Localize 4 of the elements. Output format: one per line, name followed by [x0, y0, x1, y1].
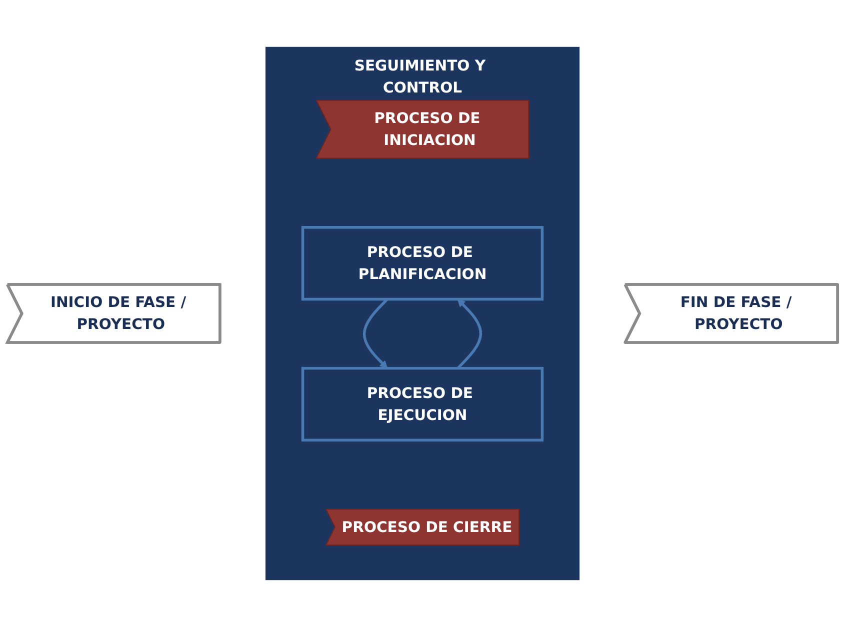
- arrow: [362, 298, 388, 369]
- arrow: [456, 298, 482, 370]
- node-box: PROCESO DE PLANIFICACION: [301, 226, 544, 301]
- node-box: PROCESO DE EJECUCION: [301, 366, 544, 442]
